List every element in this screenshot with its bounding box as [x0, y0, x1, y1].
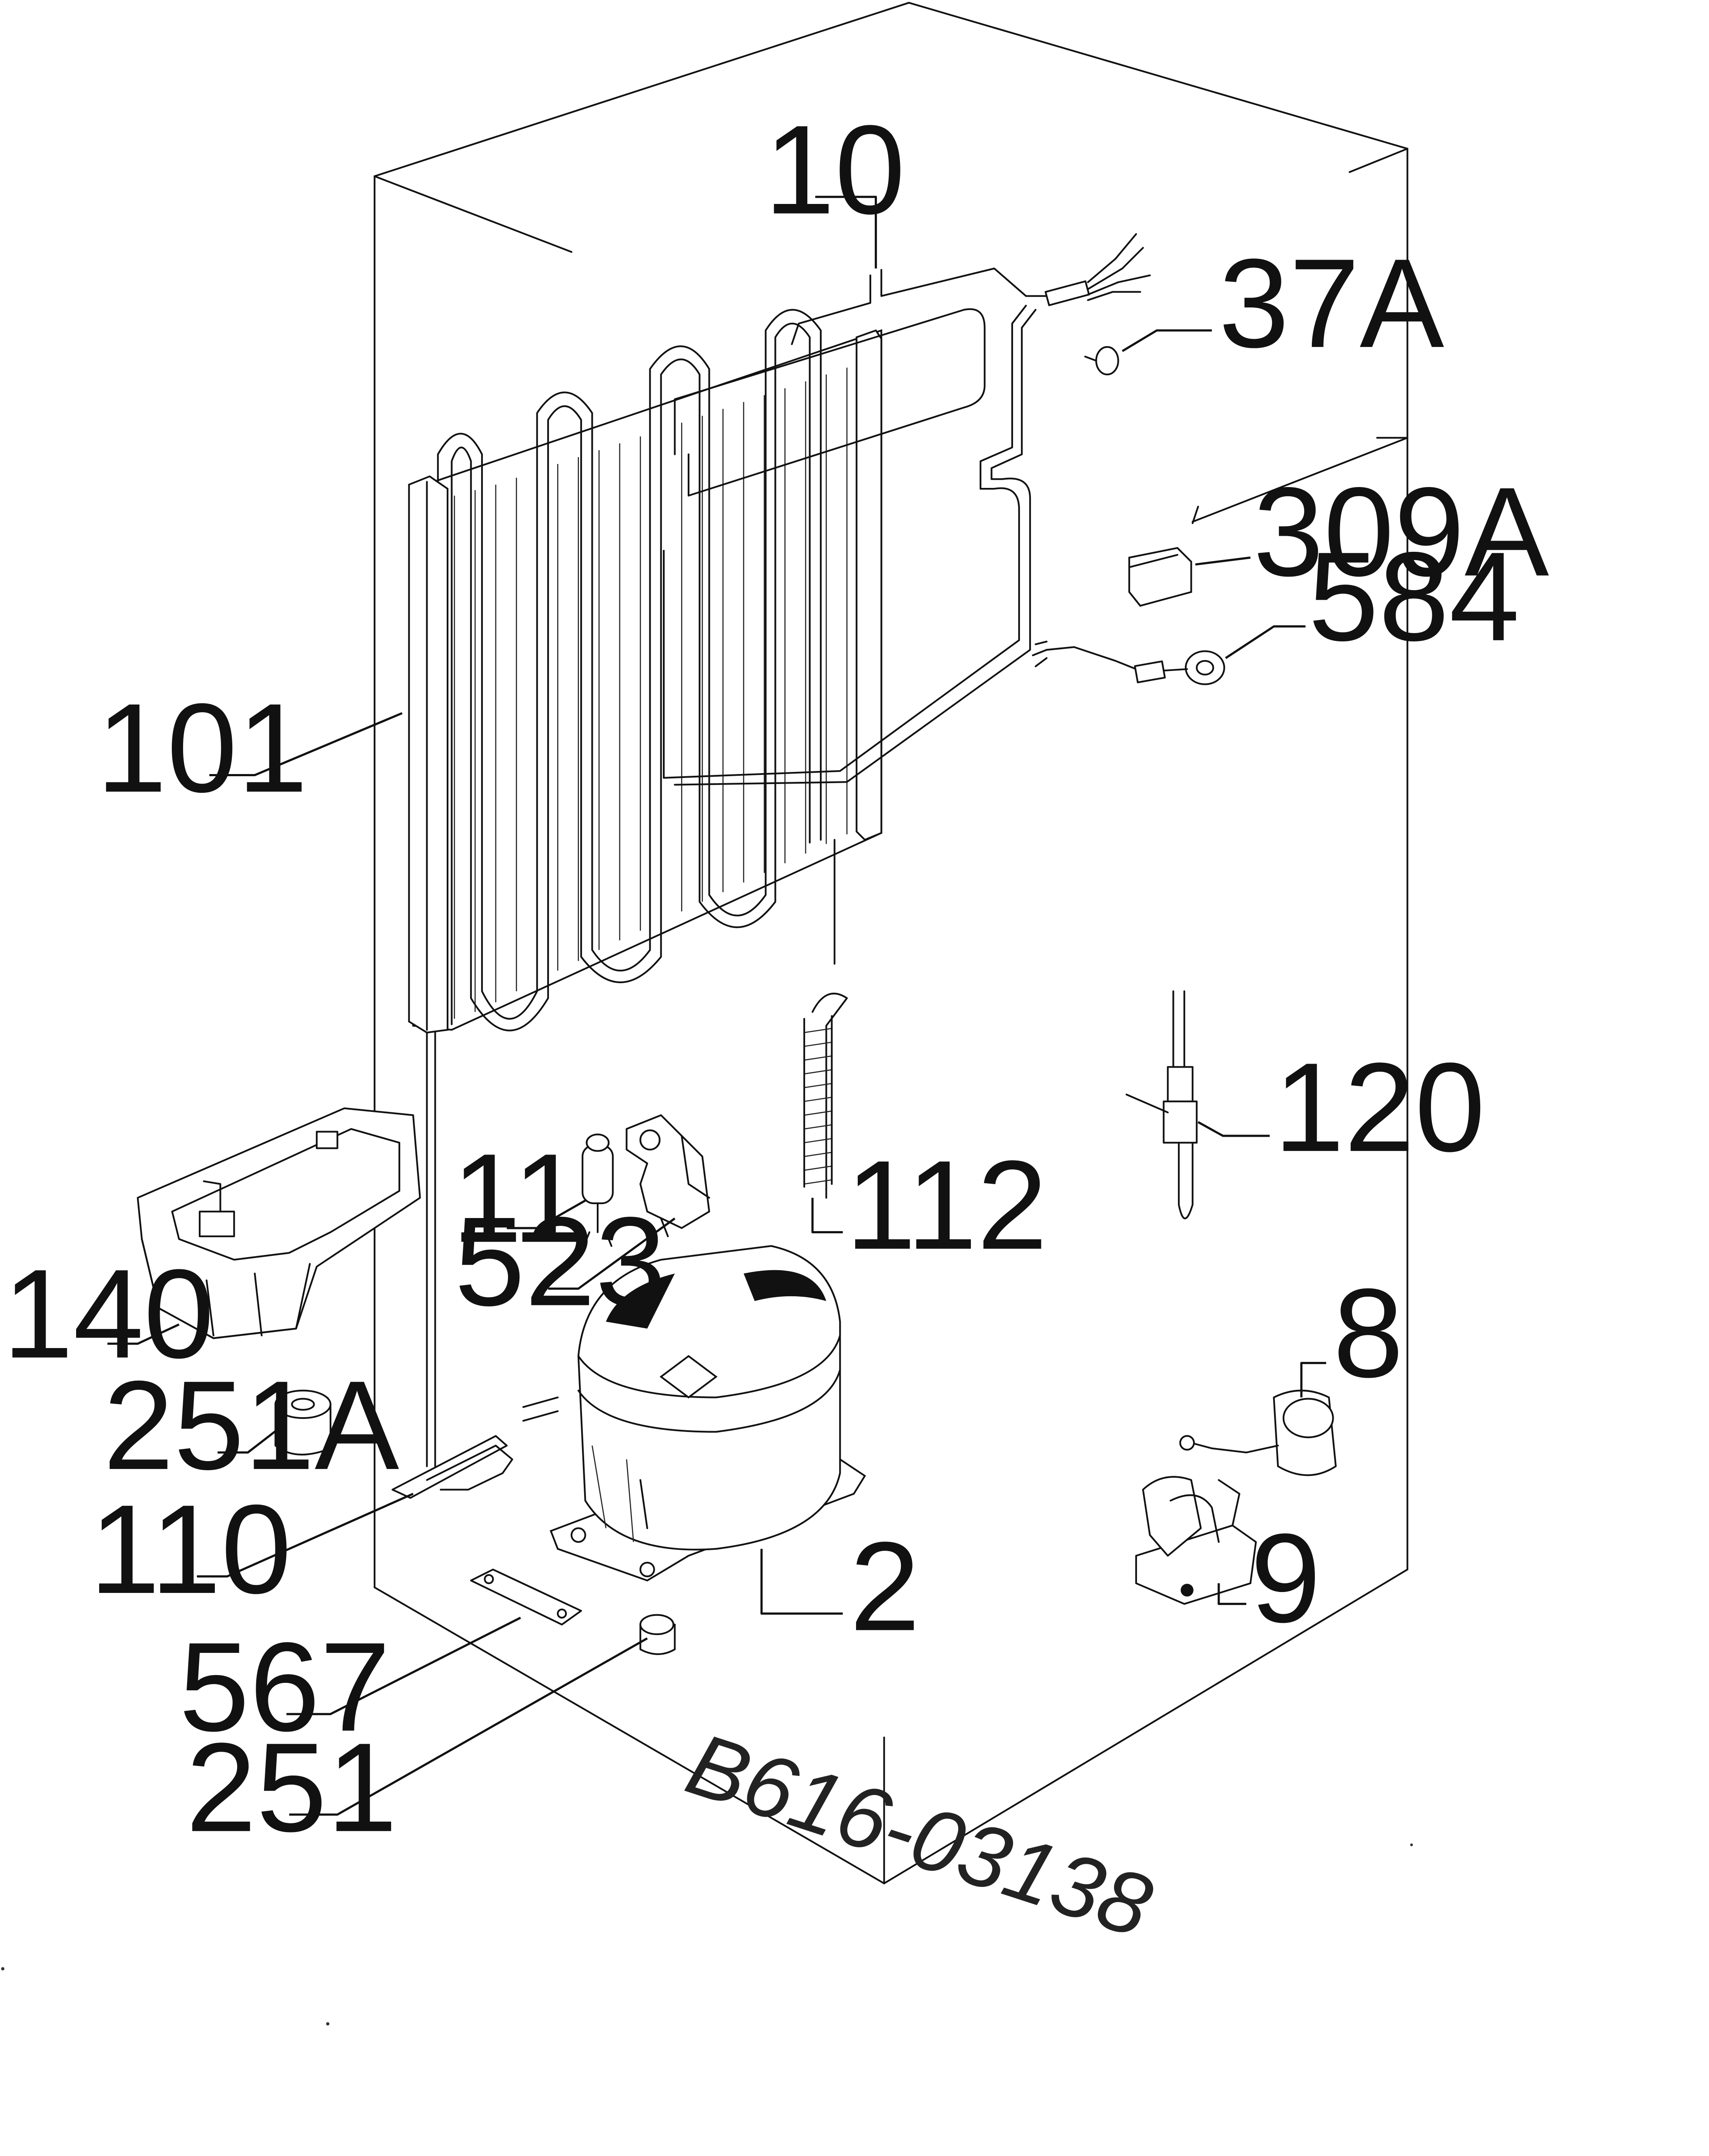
grommet-251a: [275, 1391, 331, 1455]
grommet-251: [640, 1615, 675, 1654]
leader-567: [287, 1618, 521, 1714]
capacitor-11: [582, 1135, 613, 1246]
label-523: 523: [455, 1190, 666, 1332]
drawing-code: B616-03138: [676, 1714, 1163, 1956]
leader-8: [1301, 1363, 1326, 1397]
cabinet-outline: [375, 3, 1407, 1883]
drip-tray-140: [138, 1108, 420, 1338]
label-567: 567: [179, 1616, 391, 1758]
leader-11: [507, 1201, 585, 1228]
leader-9: [1219, 1583, 1246, 1604]
label-140: 140: [3, 1243, 214, 1385]
tube-110: [392, 1398, 558, 1498]
label-251: 251: [186, 1716, 397, 1858]
leader-251: [289, 1639, 647, 1815]
leader-101: [209, 713, 402, 775]
label-110: 110: [90, 1478, 291, 1620]
leader-37a: [1122, 330, 1212, 351]
plate-567: [471, 1569, 581, 1625]
leader-523: [548, 1218, 675, 1288]
label-120: 120: [1274, 1036, 1485, 1178]
leader-140: [107, 1325, 179, 1344]
label-11: 11: [451, 1127, 583, 1269]
label-584: 584: [1308, 525, 1520, 667]
label-8: 8: [1333, 1262, 1404, 1404]
compressor-2: [551, 1246, 865, 1580]
leader-309a: [1195, 557, 1251, 564]
condenser: [409, 310, 881, 1466]
label-9: 9: [1251, 1507, 1321, 1649]
label-37a: 37A: [1219, 232, 1445, 374]
clip-309a: [1129, 548, 1191, 606]
discharge-tube: [664, 234, 1150, 784]
leader-2: [762, 1549, 843, 1614]
speck: [326, 2022, 330, 2026]
label-112: 112: [846, 1134, 1047, 1276]
leader-lines: [107, 197, 1326, 1815]
leader-112: [813, 1198, 843, 1232]
leader-251a: [217, 1429, 278, 1452]
speck: [1, 1967, 5, 1971]
earth-cable-584: [1033, 641, 1224, 684]
clamp-523: [627, 1115, 709, 1236]
relay-8: [1180, 1391, 1336, 1475]
label-101: 101: [97, 677, 308, 818]
sensor-120: [1127, 991, 1197, 1218]
leader-584: [1226, 627, 1306, 658]
screw-37a: [1085, 347, 1118, 374]
label-309a: 309A: [1253, 461, 1550, 602]
protector-9: [1136, 1477, 1256, 1604]
spring-tube-112: [804, 994, 847, 1198]
label-2: 2: [849, 1515, 920, 1657]
leader-10: [815, 197, 876, 269]
speck: [1410, 1843, 1413, 1846]
label-10: 10: [764, 99, 905, 240]
label-251a: 251A: [103, 1354, 400, 1496]
leader-110: [197, 1494, 413, 1576]
leader-120: [1198, 1122, 1270, 1136]
